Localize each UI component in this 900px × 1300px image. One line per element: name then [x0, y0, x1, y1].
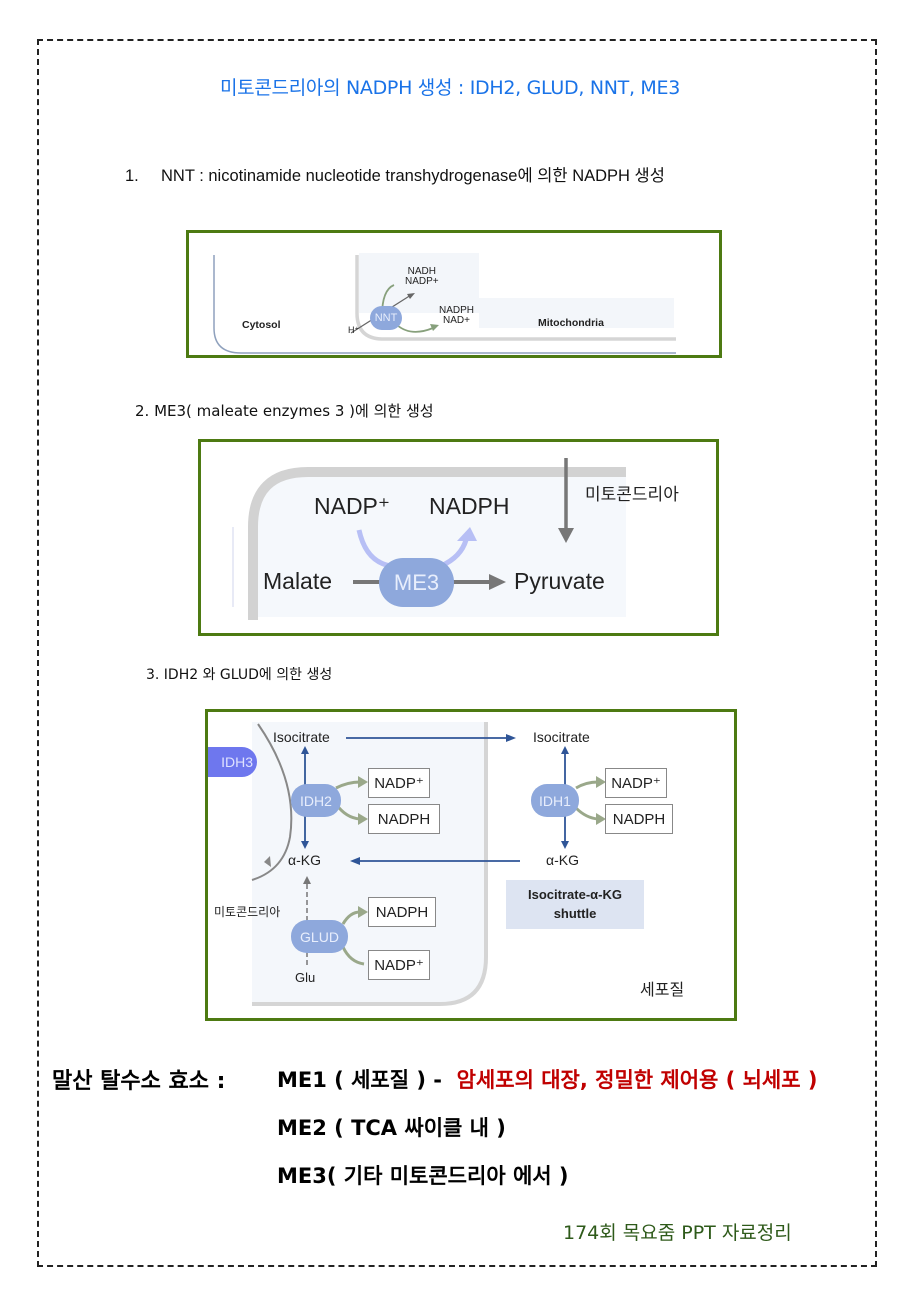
- summary-me1: ME1 ( 세포질 ) - 암세포의 대장, 정밀한 제어용 ( 뇌세포 ): [277, 1064, 817, 1094]
- glud-enzyme: GLUD: [291, 920, 348, 953]
- section-2-heading: 2. ME3( maleate enzymes 3 )에 의한 생성: [135, 402, 434, 420]
- section-1-text: NNT : nicotinamide nucleotide transhydro…: [161, 167, 665, 185]
- glud-nadp-curve: [341, 946, 365, 966]
- mito-outer-membrane: [251, 723, 293, 881]
- nnt-inputs: NADH NADP+: [405, 267, 439, 287]
- idh3-enzyme: IDH3: [208, 747, 257, 777]
- idh2-nadp-curve: [335, 780, 361, 790]
- outer-arrowhead: [264, 856, 271, 867]
- idh1-nadp-arrowhead: [596, 776, 606, 788]
- cytosol-label: Cytosol: [242, 319, 281, 331]
- cytoplasm-label: 세포질: [640, 980, 685, 999]
- idh2-nadp-arrowhead: [358, 776, 368, 788]
- idh1-nadp-curve: [575, 780, 599, 790]
- mito-membrane: [355, 255, 676, 341]
- page-title: 미토콘드리아의 NADPH 생성 : IDH2, GLUD, NNT, ME3: [219, 77, 681, 99]
- nnt-enzyme: NNT: [370, 306, 402, 330]
- mito-shade-right: [479, 298, 674, 328]
- idh2-nadph-box: NADPH: [368, 804, 440, 834]
- akg-down-arrowhead: [301, 841, 309, 849]
- cyto-akg-down-arrowhead: [561, 841, 569, 849]
- nadph-out-curve: [396, 324, 434, 333]
- malate-label: Malate: [263, 568, 333, 594]
- credit-note: 174회 목요줌 PPT 자료정리: [563, 1222, 792, 1244]
- glud-nadph-arrowhead: [358, 906, 368, 918]
- glud-up-arrowhead: [303, 876, 311, 884]
- nadph-label: NADPH: [429, 493, 510, 519]
- me3-enzyme: ME3: [379, 558, 454, 607]
- cyto-isocitrate-up-arrowhead: [561, 746, 569, 754]
- isocitrate-export-arrowhead: [506, 734, 516, 742]
- nadph-out-arrowhead: [457, 527, 477, 541]
- glu-label: Glu: [295, 970, 316, 985]
- summary-me3: ME3( 기타 미토콘드리아 에서 ): [277, 1164, 569, 1188]
- isocitrate-up-arrowhead: [301, 746, 309, 754]
- nnt-diagram-graphics: [213, 253, 676, 354]
- me1-note: 암세포의 대장, 정밀한 제어용 ( 뇌세포 ): [456, 1068, 818, 1092]
- mito-shade: [359, 253, 479, 313]
- idh2-glud-diagram: IDH3 IDH2 IDH1 GLUD Isocitrate α-KG Glu …: [205, 709, 737, 1021]
- page-frame: [37, 39, 877, 1267]
- idh2-enzyme: IDH2: [291, 784, 341, 817]
- shuttle-line-1: Isocitrate-α-KG: [528, 887, 622, 902]
- mito-shade: [253, 472, 626, 617]
- pyruvate-label: Pyruvate: [514, 568, 605, 594]
- me3-diagram: ME3 NADP⁺ NADPH Malate Pyruvate 미토콘드리아: [198, 439, 719, 636]
- me1-prefix: ME1 ( 세포질 ) -: [277, 1068, 442, 1092]
- summary-label: 말산 탈수소 효소 :: [52, 1069, 226, 1094]
- idh1-nadph-box: NADPH: [605, 804, 673, 834]
- mitochondria-label: Mitochondria: [538, 317, 604, 329]
- idh3-label: IDH3: [221, 754, 253, 770]
- section-1-heading: 1. NNT : nicotinamide nucleotide transhyd…: [125, 162, 665, 186]
- glud-nadph-box: NADPH: [368, 897, 436, 927]
- proton-label: H⁺: [348, 325, 360, 335]
- idh1-nadph-arrowhead: [596, 813, 606, 825]
- shuttle-box: [506, 880, 644, 929]
- import-arrowhead: [558, 528, 574, 543]
- nnt-diagram: NNT Cytosol H⁺ NADH NADP+ NADPH NAD+ Mit…: [186, 230, 722, 358]
- mito-akg-label: α-KG: [288, 852, 321, 868]
- idh2-nadp-box: NADP⁺: [368, 768, 430, 798]
- mito-membrane: [248, 467, 626, 620]
- cyto-isocitrate-label: Isocitrate: [533, 729, 590, 745]
- cyto-akg-label: α-KG: [546, 852, 579, 868]
- mito-inner-membrane: [252, 722, 488, 1006]
- akg-import-arrowhead: [350, 857, 360, 865]
- nadh-label: NADH: [407, 266, 436, 277]
- idh1-enzyme: IDH1: [531, 784, 579, 817]
- nadp-plus-label: NADP+: [405, 276, 439, 287]
- nnt-outputs: NADPH NAD+: [439, 306, 474, 326]
- section-1-number: 1.: [125, 167, 139, 185]
- shuttle-line-2: shuttle: [553, 906, 597, 921]
- nad-plus-label: NAD+: [443, 315, 470, 326]
- me3-diagram-graphics: [232, 458, 626, 620]
- idh2-nadph-arrowhead: [358, 813, 368, 825]
- mito-isocitrate-label: Isocitrate: [273, 729, 330, 745]
- shuttle-label: Isocitrate-α-KG shuttle: [506, 885, 644, 923]
- nadph-label: NADPH: [439, 305, 475, 316]
- summary-me2: ME2 ( TCA 싸이클 내 ): [277, 1116, 506, 1140]
- proton-arrowhead: [407, 293, 415, 299]
- pyruvate-arrowhead: [489, 574, 506, 590]
- section-3-heading: 3. IDH2 와 GLUD에 의한 생성: [146, 667, 333, 683]
- idh1-nadp-box: NADP⁺: [605, 768, 667, 798]
- mitochondria-label: 미토콘드리아: [585, 485, 679, 505]
- cytosol-membrane: [213, 255, 676, 354]
- idh1-nadph-curve: [574, 806, 599, 821]
- nadp-plus-label: NADP⁺: [314, 493, 391, 519]
- nadph-out-arrowhead: [430, 324, 439, 331]
- glud-nadp-box: NADP⁺: [368, 950, 430, 980]
- mito-label: 미토콘드리아: [214, 905, 281, 919]
